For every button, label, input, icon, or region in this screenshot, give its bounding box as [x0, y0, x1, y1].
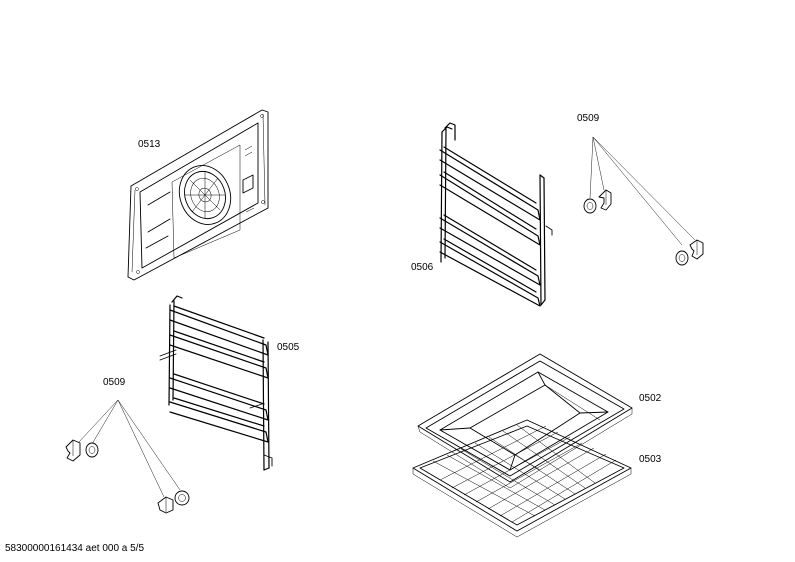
- back-panel-0513: [127, 109, 269, 281]
- tray-0502: [417, 353, 633, 489]
- grid-shelf-0503: [412, 419, 632, 538]
- side-rail-0506: [439, 122, 553, 307]
- document-footer-id: 58300000161434 aet 000 a 5/5: [5, 543, 145, 554]
- label-0509-right: 0509: [577, 113, 600, 124]
- label-0506: 0506: [411, 262, 434, 273]
- label-0503: 0503: [639, 454, 662, 465]
- side-rail-0505: [159, 295, 273, 471]
- label-0513: 0513: [138, 139, 161, 150]
- clips-0509-left: [65, 399, 190, 514]
- label-0502: 0502: [639, 393, 662, 404]
- clips-0509-right: [583, 136, 704, 266]
- label-0509-left: 0509: [103, 377, 126, 388]
- label-0505: 0505: [277, 342, 300, 353]
